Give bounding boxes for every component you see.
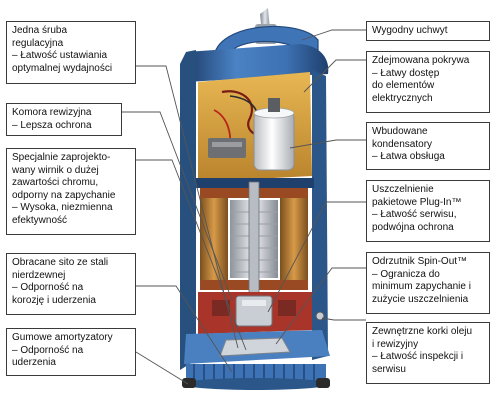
- callout-line: do elementów: [372, 80, 435, 91]
- callout-line: Komora rewizyjna: [12, 107, 92, 118]
- callout-capacitor: Wbudowane kondensatory – Łatwa obsługa: [366, 122, 490, 170]
- oil-plug: [315, 311, 325, 321]
- callout-line: – Łatwość serwisu,: [372, 209, 457, 220]
- capacitor: [253, 111, 295, 171]
- callout-line: korozję i uderzenia: [12, 294, 96, 306]
- callout-line: nierdzewnej: [12, 269, 66, 281]
- carry-handle: [213, 25, 319, 59]
- callout-line: Specjalnie zaprojekto-: [12, 152, 111, 163]
- callout-line: – Łatwa obsługa: [372, 151, 445, 162]
- callout-inspection-chamber: Komora rewizyjna – Lepsza ochrona: [6, 103, 122, 136]
- callout-line: – Łatwy dostęp: [372, 67, 440, 79]
- callout-oil-plugs: Zewnętrzne korki oleju i rewizyjny – Łat…: [366, 322, 490, 384]
- callout-line: Obracane sito ze stali: [12, 257, 109, 268]
- callout-adjust-screw: Jedna śruba regulacyjna – Łatwość ustawi…: [6, 21, 136, 84]
- callout-line: kondensatory: [372, 138, 433, 150]
- callout-line: regulacyjna: [12, 37, 64, 49]
- callout-line: Zdejmowana pokrywa: [372, 55, 470, 66]
- pump-casing: [180, 50, 196, 370]
- callout-line: Wbudowane: [372, 126, 428, 137]
- callout-line: odporny na zapychanie: [12, 189, 116, 201]
- callout-line: – Lepsza ochrona: [12, 119, 92, 131]
- callout-plugin-seal: Uszczelnienie pakietowe Plug-In™ – Łatwo…: [366, 180, 490, 242]
- callout-line: serwisu: [372, 363, 406, 375]
- rubber-damper-left: [182, 378, 196, 388]
- callout-line: – Odporność na: [12, 282, 84, 293]
- callout-line: podwójna ochrona: [372, 221, 454, 233]
- callout-line: zużycie uszczelnienia: [372, 293, 469, 305]
- callout-line: Odrzutnik Spin-Out™: [372, 256, 468, 267]
- callout-line: pakietowe Plug-In™: [372, 196, 462, 208]
- callout-line: Uszczelnienie: [372, 184, 434, 195]
- callout-handle: Wygodny uchwyt: [366, 21, 490, 41]
- callout-line: i rewizyjny: [372, 338, 419, 350]
- callout-line: elektrycznych: [372, 92, 433, 104]
- callout-line: minimum zapychanie i: [372, 281, 471, 292]
- callout-line: – Ogranicza do: [372, 268, 440, 280]
- callout-line: uderzenia: [12, 357, 56, 368]
- callout-line: wany wirnik o dużej: [12, 164, 99, 176]
- callout-spinout: Odrzutnik Spin-Out™ – Ogranicza do minim…: [366, 252, 490, 314]
- callout-line: Jedna śruba: [12, 25, 68, 36]
- base-ring: [182, 378, 330, 390]
- callout-rubber-dampers: Gumowe amortyzatory – Odporność na uderz…: [6, 328, 136, 376]
- callout-line: zawartości chromu,: [12, 177, 99, 188]
- callout-line: Gumowe amortyzatory: [12, 332, 113, 343]
- callout-impeller: Specjalnie zaprojekto- wany wirnik o duż…: [6, 148, 136, 235]
- terminal-block: [208, 138, 246, 158]
- callout-removable-cover: Zdejmowana pokrywa – Łatwy dostęp do ele…: [366, 51, 490, 113]
- rubber-damper-right: [316, 378, 330, 388]
- callout-strainer: Obracane sito ze stali nierdzewnej – Odp…: [6, 253, 136, 315]
- stator-left: [200, 196, 228, 282]
- stator-right: [280, 196, 308, 282]
- callout-line: Zewnętrzne korki oleju: [372, 326, 473, 337]
- callout-line: efektywność: [12, 214, 68, 226]
- callout-line: – Łatwość inspekcji i: [372, 351, 464, 362]
- callout-line: Wygodny uchwyt: [372, 25, 448, 36]
- callout-line: – Wysoka, niezmienna: [12, 202, 113, 213]
- callout-line: – Odporność na: [12, 344, 84, 356]
- callout-line: – Łatwość ustawiania: [12, 50, 108, 61]
- callout-line: optymalnej wydajności: [12, 62, 113, 74]
